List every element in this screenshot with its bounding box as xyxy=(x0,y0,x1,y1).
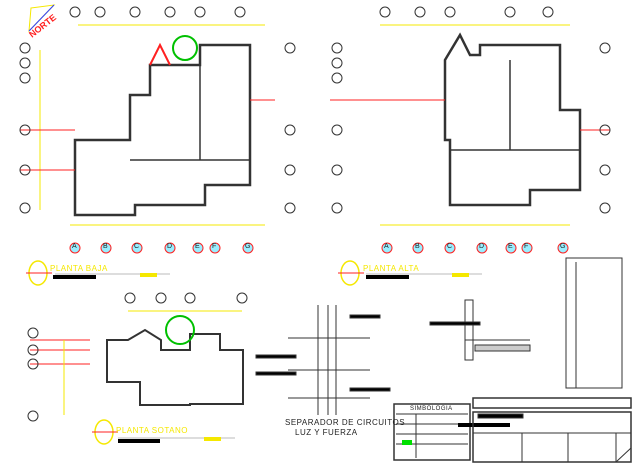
grid-markers-upper xyxy=(331,6,611,214)
axis-label: D xyxy=(167,243,173,250)
axis-label: D xyxy=(479,243,485,250)
axis-label: B xyxy=(415,243,421,250)
plan-title-upper-symbol xyxy=(338,260,482,286)
title-block xyxy=(472,397,632,463)
plan-title-upper: PLANTA ALTA xyxy=(363,264,420,273)
separator-note-line2: LUZ Y FUERZA xyxy=(295,428,358,437)
axis-label: E xyxy=(508,243,514,250)
axis-label: C xyxy=(447,243,453,250)
axis-label: F xyxy=(212,243,217,250)
plan-title-basement-symbol xyxy=(92,419,235,445)
simbologia-legend xyxy=(393,403,510,461)
wall-section-detail xyxy=(429,299,531,361)
plan-title-basement: PLANTA SOTANO xyxy=(116,426,188,435)
plan-ground-floor xyxy=(20,24,275,226)
north-arrow xyxy=(28,4,56,33)
axis-label: A xyxy=(72,243,78,250)
plan-upper-floor xyxy=(330,24,610,226)
grid-markers-ground xyxy=(19,6,296,214)
plan-title-ground-symbol xyxy=(26,260,170,286)
plan-title-ground: PLANTA BAJA xyxy=(50,264,108,273)
axis-label: B xyxy=(103,243,109,250)
axis-label: G xyxy=(560,243,566,250)
axis-label: E xyxy=(195,243,201,250)
axis-label: F xyxy=(524,243,529,250)
separator-note-line1: SEPARADOR DE CIRCUITOS xyxy=(285,418,406,427)
axis-label: A xyxy=(384,243,390,250)
axis-label: C xyxy=(134,243,140,250)
axis-label: G xyxy=(245,243,251,250)
axis-bubbles-ground xyxy=(69,242,254,254)
plan-basement xyxy=(27,292,248,422)
axis-bubbles-upper xyxy=(381,242,569,254)
circuit-separator-diagram xyxy=(255,305,391,415)
legend-title: SIMBOLOGIA xyxy=(410,406,453,412)
symbol-table xyxy=(565,257,623,389)
